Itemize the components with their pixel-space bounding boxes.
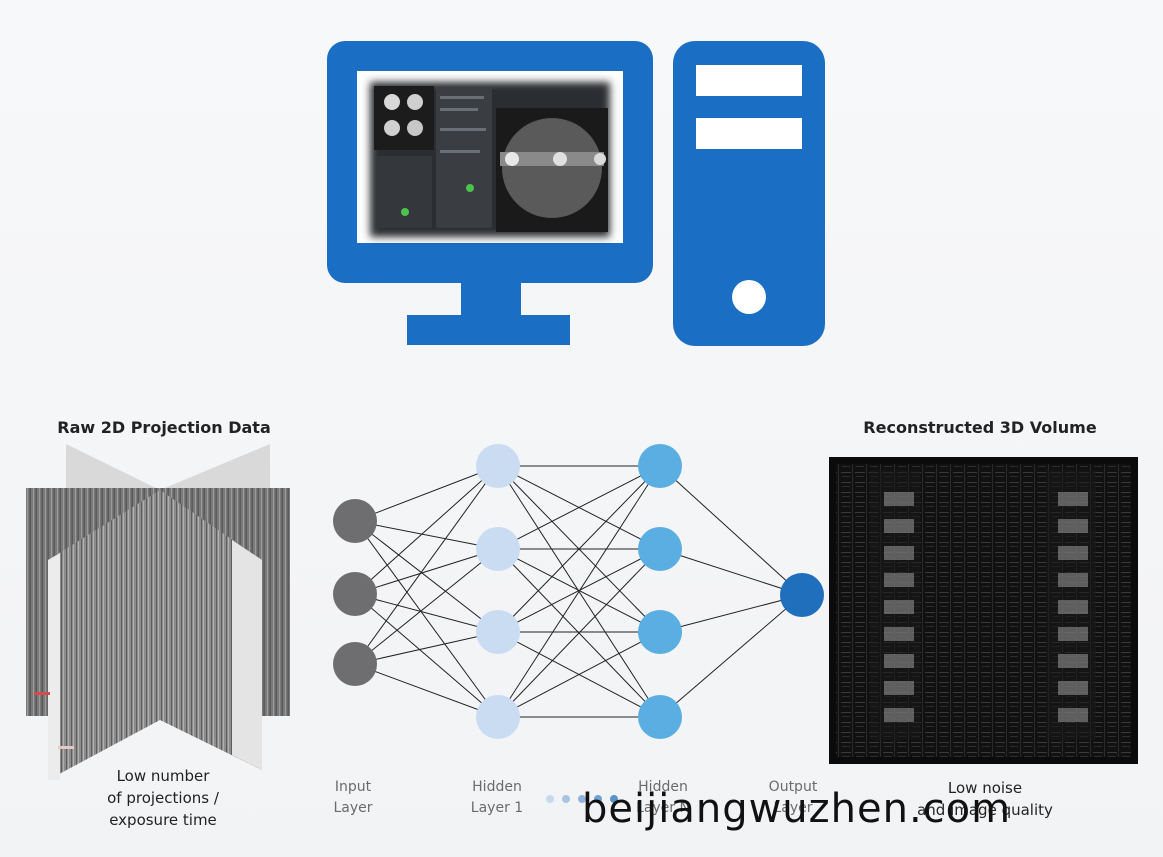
network-edge — [354, 593, 499, 718]
output-layer-label-line: Output — [768, 779, 818, 795]
network-edge — [354, 663, 499, 718]
chip-pad — [1058, 492, 1088, 506]
hidden1-layer-label-line: Layer 1 — [470, 800, 524, 816]
output-layer-label-line: Layer — [773, 800, 813, 816]
projection-caption-line: exposure time — [109, 811, 217, 829]
hidden1-layer-label-line: Hidden — [472, 779, 522, 795]
network-nodes — [333, 444, 824, 739]
chip-pad — [1058, 573, 1088, 587]
network-edge — [354, 465, 499, 522]
output-layer-label: Output Layer — [758, 777, 828, 819]
hidden2-node — [638, 444, 682, 488]
network-edge — [354, 520, 499, 633]
network-edge — [497, 465, 661, 633]
chip-pad — [884, 600, 914, 614]
pc-tower-icon — [673, 41, 825, 346]
hidden2-node — [638, 527, 682, 571]
volume-caption: Low noise and image quality — [900, 777, 1070, 821]
network-edge — [354, 465, 499, 595]
chip-pad — [1058, 654, 1088, 668]
input-layer-label-line: Layer — [333, 800, 373, 816]
network-edge — [659, 594, 803, 633]
hidden2-node — [638, 695, 682, 739]
watermark-text: beijiangwuzhen.com — [582, 786, 1012, 832]
chip-pad — [884, 654, 914, 668]
network-edge — [354, 520, 499, 718]
reconstructed-volume-image — [829, 457, 1138, 764]
network-edge — [497, 465, 661, 550]
input-node — [333, 572, 377, 616]
chip-pad — [1058, 600, 1088, 614]
output-node — [780, 573, 824, 617]
chip-pad — [1058, 708, 1088, 722]
network-edge — [659, 594, 803, 718]
chip-pad — [884, 546, 914, 560]
hidden2-layer-label: Hidden Layer N — [628, 777, 698, 819]
volume-caption-line: and image quality — [917, 801, 1053, 819]
chip-pad — [1058, 681, 1088, 695]
hidden1-node — [476, 695, 520, 739]
input-node — [333, 642, 377, 686]
network-edge — [354, 593, 499, 633]
chip-pad — [1058, 627, 1088, 641]
monitor-icon — [327, 41, 653, 345]
chip-pad — [884, 681, 914, 695]
projection-title: Raw 2D Projection Data — [57, 418, 271, 437]
hidden1-node — [476, 444, 520, 488]
projection-caption-line: of projections / — [107, 789, 219, 807]
network-connections — [354, 465, 803, 718]
hidden2-node — [638, 610, 682, 654]
chip-pad — [884, 573, 914, 587]
network-edge — [497, 548, 661, 633]
network-edge — [659, 548, 803, 596]
network-edge — [354, 465, 499, 665]
network-edge — [659, 465, 803, 596]
network-edge — [354, 548, 499, 595]
network-edge — [497, 548, 661, 718]
projection-caption: Low number of projections / exposure tim… — [88, 765, 238, 831]
chip-pad — [884, 492, 914, 506]
hidden2-layer-label-line: Layer N — [636, 800, 690, 816]
input-layer-label: Input Layer — [318, 777, 388, 819]
chip-pad — [1058, 519, 1088, 533]
network-edge — [497, 631, 661, 718]
hidden1-node — [476, 527, 520, 571]
volume-title: Reconstructed 3D Volume — [863, 418, 1097, 437]
network-edge — [354, 520, 499, 550]
chip-pad — [884, 708, 914, 722]
layer-ellipsis-dots — [546, 795, 618, 803]
hidden2-layer-label-line: Hidden — [638, 779, 688, 795]
chip-pad — [884, 627, 914, 641]
projection-caption-line: Low number — [116, 767, 210, 785]
input-layer-label-line: Input — [334, 779, 372, 795]
chip-pad — [884, 519, 914, 533]
volume-caption-line: Low noise — [947, 779, 1023, 797]
input-node — [333, 499, 377, 543]
network-edge — [497, 465, 661, 718]
hidden1-layer-label: Hidden Layer 1 — [462, 777, 532, 819]
hidden1-node — [476, 610, 520, 654]
projection-stack-image — [26, 444, 290, 780]
network-edge — [354, 548, 499, 665]
network-edge — [354, 631, 499, 665]
chip-pad — [1058, 546, 1088, 560]
